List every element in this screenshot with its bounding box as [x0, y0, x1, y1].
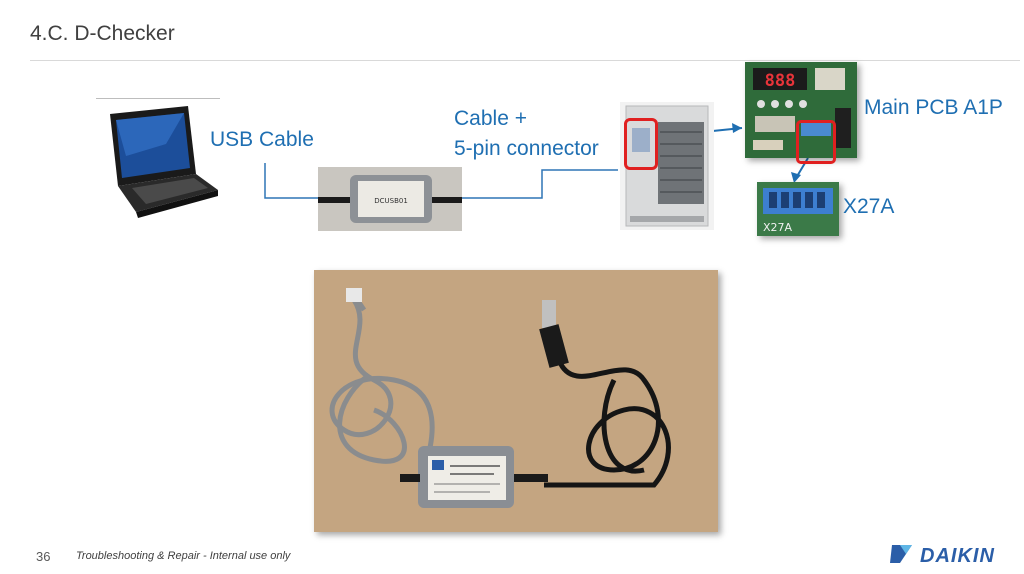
slide-title: 4.C. D-Checker	[30, 22, 175, 45]
connector-closeup-photo: X27A	[757, 182, 839, 236]
title-divider	[30, 60, 1020, 61]
main-pcb-label: Main PCB A1P	[864, 96, 1003, 119]
x27a-label: X27A	[843, 195, 895, 218]
cable-label-line2: 5-pin connector	[454, 137, 599, 160]
cable-connector-label: Cable + 5-pin connector	[454, 104, 599, 164]
pcb-highlight-box	[796, 120, 836, 164]
outdoor-unit-photo	[620, 102, 714, 230]
page-number: 36	[36, 549, 51, 564]
cable-label-line1: Cable +	[454, 107, 527, 130]
adapter-model-text: DCUSB01	[374, 197, 408, 205]
daikin-logo-text: DAIKIN	[920, 545, 995, 567]
laptop-icon	[110, 106, 218, 218]
connector-highlight-box	[624, 118, 658, 170]
daikin-logo: DAIKIN	[890, 545, 995, 567]
footer-text: Troubleshooting & Repair - Internal use …	[76, 550, 291, 562]
pcb-photo: 888	[745, 62, 857, 158]
laptop-top-line	[96, 98, 220, 99]
usb-cable-label: USB Cable	[210, 128, 314, 151]
usb-adapter-photo: DCUSB01	[318, 167, 462, 231]
pcb-display-digits: 888	[765, 71, 796, 91]
pcb-connector-silkscreen: X27A	[763, 221, 793, 234]
d-checker-kit-photo	[314, 270, 718, 532]
